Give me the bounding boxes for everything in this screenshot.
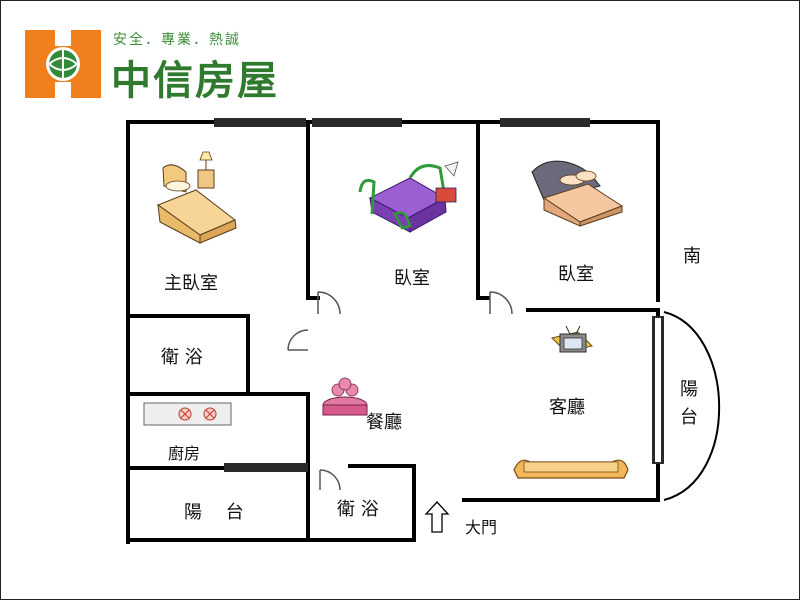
door-bath2 <box>319 469 341 491</box>
window-bedroom-2 <box>500 118 590 127</box>
master-bed-icon <box>156 151 237 244</box>
bed-icon <box>358 161 459 233</box>
window-master-bedroom <box>214 118 306 127</box>
dining-table-icon <box>322 377 368 416</box>
room-label-dining: 餐廳 <box>366 412 402 433</box>
bed-icon-2 <box>531 160 624 227</box>
entrance-arrow-icon <box>424 501 450 533</box>
entrance-label: 大門 <box>465 518 498 537</box>
window-bedroom-1 <box>312 118 402 127</box>
window-kitchen <box>224 463 308 472</box>
door-bedroom-1 <box>317 291 341 315</box>
room-label-balcony-1: 陽 台 <box>184 502 244 523</box>
doors <box>287 291 513 491</box>
room-label-bedroom-2: 臥室 <box>558 264 594 285</box>
brand-logo: 安全．專業．熱誠 中信房屋 <box>25 28 325 104</box>
room-label-bathroom-2: 衛 浴 <box>337 499 379 520</box>
room-label-bedroom-1: 臥室 <box>394 268 430 289</box>
brand-slogan: 安全．專業．熱誠 <box>113 32 241 48</box>
compass-label-south: 南 <box>683 246 701 267</box>
tv-icon <box>551 325 593 353</box>
brand-logo-icon <box>25 30 101 98</box>
balcony-arc <box>663 311 721 501</box>
sofa-icon <box>513 459 629 479</box>
brand-name: 中信房屋 <box>111 58 279 104</box>
door-bedroom-2 <box>489 291 513 315</box>
door-master <box>287 329 309 351</box>
room-label-balcony-2: 陽台 <box>680 379 698 428</box>
room-label-living: 客廳 <box>549 397 585 418</box>
room-label-kitchen: 廚房 <box>168 444 201 463</box>
room-label-master-bedroom: 主臥室 <box>164 273 218 294</box>
stove-icon <box>143 402 232 426</box>
room-label-bathroom-1: 衛 浴 <box>161 347 203 368</box>
